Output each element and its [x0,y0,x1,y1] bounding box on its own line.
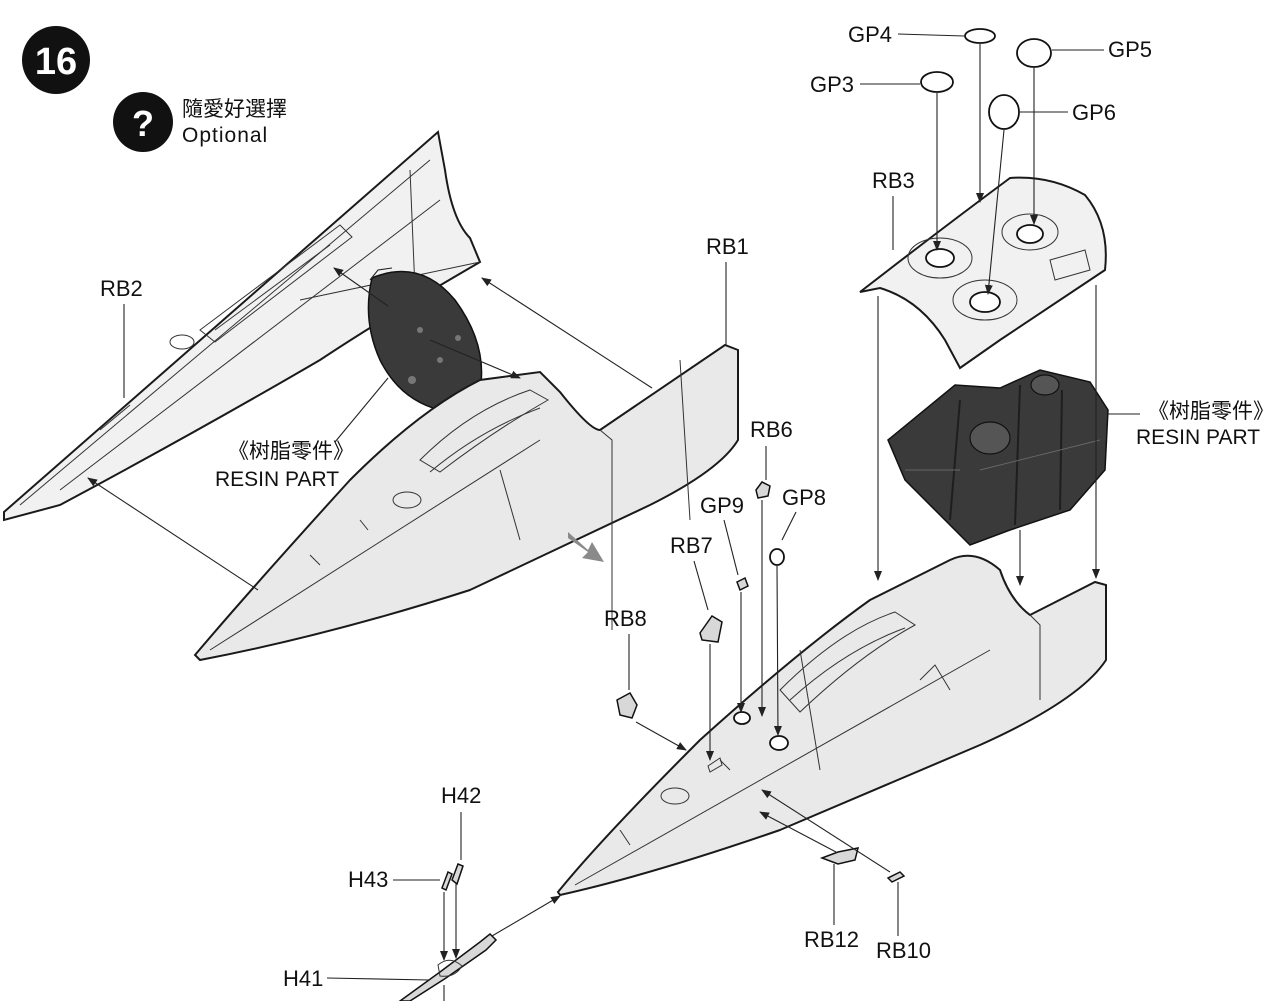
optional-english: Optional [182,124,268,147]
label-h41: H41 [283,966,323,991]
resin-right-chinese: 《树脂零件》 [1148,400,1274,423]
part-gp9 [736,576,749,592]
label-rb3: RB3 [872,168,915,193]
part-rb10 [886,871,906,883]
optional-note: ? 隨愛好選擇 Optional [113,92,287,152]
resin-left-chinese: 《树脂零件》 [228,440,354,463]
optional-chinese: 隨愛好選擇 [182,98,287,121]
part-rb6 [755,481,771,499]
resin-bulkhead [367,267,483,414]
label-rb12: RB12 [804,927,859,952]
label-gp3: GP3 [810,72,854,97]
part-rb1-fuselage [193,343,739,662]
label-rb6: RB6 [750,417,793,442]
part-rb12 [819,847,860,865]
part-gp3 [920,71,954,93]
part-h41-probe [398,932,498,1001]
label-h42: H42 [441,783,481,808]
part-gp8 [769,548,785,566]
question-icon [113,92,173,152]
label-rb2: RB2 [100,276,143,301]
part-h43 [441,870,453,892]
part-right-fuselage [556,554,1107,897]
part-gp6 [988,94,1020,130]
label-h43: H43 [348,867,388,892]
label-gp8: GP8 [782,485,826,510]
step-badge: 16 [22,26,90,94]
label-gp9: GP9 [700,493,744,518]
resin-left-english: RESIN PART [215,468,339,491]
label-rb8: RB8 [604,606,647,631]
resin-right-english: RESIN PART [1136,426,1260,449]
direction-hint-arrow [568,532,604,562]
part-rb8 [616,691,638,719]
resin-engine-block [887,369,1109,546]
part-rb7 [699,614,723,643]
label-gp6: GP6 [1072,100,1116,125]
label-gp5: GP5 [1108,37,1152,62]
svg-text:?: ? [132,103,154,144]
label-rb1: RB1 [706,234,749,259]
label-rb7: RB7 [670,533,713,558]
part-gp4 [964,28,996,44]
part-h42 [451,863,464,886]
step-number: 16 [35,41,77,83]
part-gp5 [1016,38,1052,68]
part-rb3-panel [859,176,1107,370]
label-gp4: GP4 [848,22,892,47]
label-rb10: RB10 [876,938,931,963]
